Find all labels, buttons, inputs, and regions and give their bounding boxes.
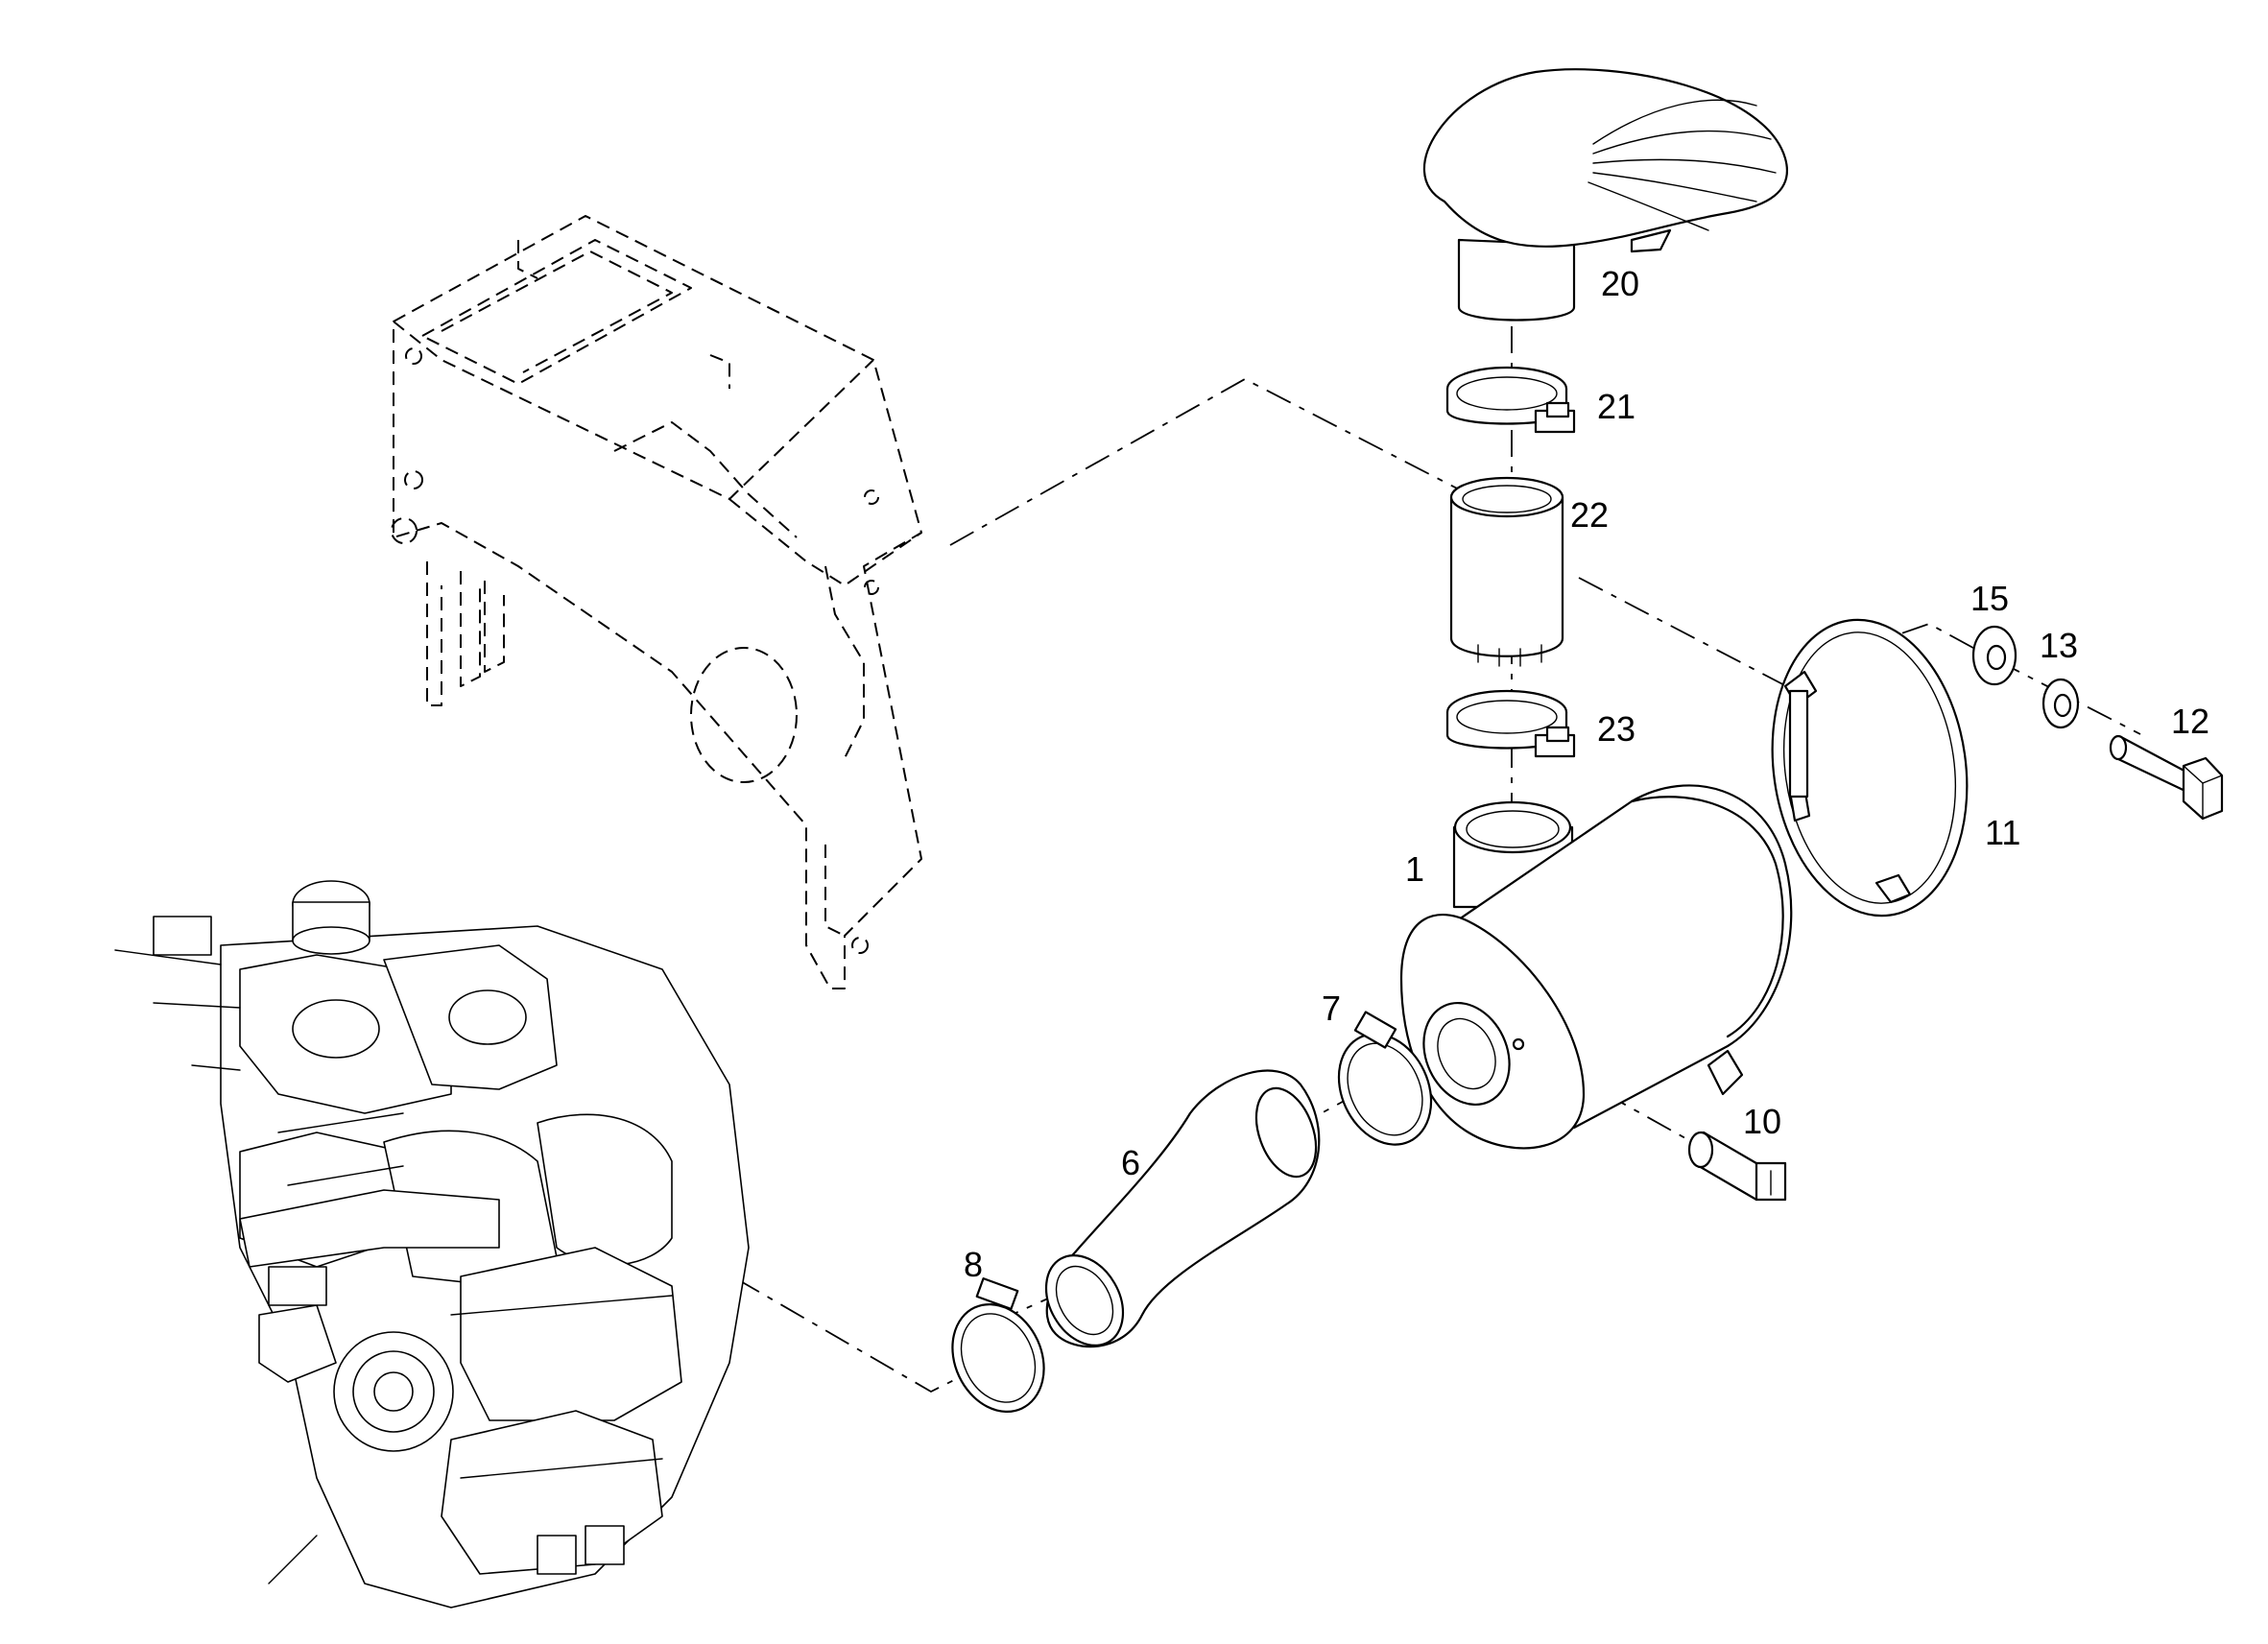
part-1-air-filter-housing xyxy=(1399,784,1793,1150)
label-part-6: 6 xyxy=(1121,1143,1140,1182)
part-20-rain-cap xyxy=(1423,68,1788,322)
part-13-washer xyxy=(2041,678,2080,729)
part-21-hose-clamp xyxy=(1445,366,1576,434)
part-8-hose-clamp xyxy=(951,1277,1045,1414)
leader-frame-to-filter xyxy=(949,377,1468,546)
part-10-sensor xyxy=(1687,1131,1787,1202)
part-6-hose xyxy=(1044,1069,1321,1348)
part-15-washer xyxy=(1971,625,2017,686)
part-labels: 20 21 22 23 1 15 13 12 11 7 10 6 8 xyxy=(964,264,2209,1284)
label-part-21: 21 xyxy=(1597,387,1635,426)
part-11-mounting-band xyxy=(1771,618,1969,917)
label-part-7: 7 xyxy=(1322,989,1341,1028)
label-part-13: 13 xyxy=(2040,626,2078,665)
leader-bolt-axis xyxy=(1578,577,1815,702)
engine-block xyxy=(114,880,750,1608)
label-part-12: 12 xyxy=(2171,702,2209,741)
label-part-10: 10 xyxy=(1743,1102,1781,1141)
label-part-11: 11 xyxy=(1985,813,2020,852)
part-23-hose-clamp xyxy=(1445,689,1576,758)
part-22-intake-tube xyxy=(1449,476,1564,667)
label-part-22: 22 xyxy=(1570,495,1609,535)
part-12-bolt xyxy=(2109,734,2224,821)
part-7-hose-clamp xyxy=(1337,1011,1433,1146)
mounting-frame-phantom xyxy=(391,215,922,989)
label-part-20: 20 xyxy=(1601,264,1639,303)
label-part-8: 8 xyxy=(964,1245,983,1284)
label-part-1: 1 xyxy=(1405,849,1424,889)
label-part-15: 15 xyxy=(1970,579,2009,618)
label-part-23: 23 xyxy=(1597,709,1635,749)
